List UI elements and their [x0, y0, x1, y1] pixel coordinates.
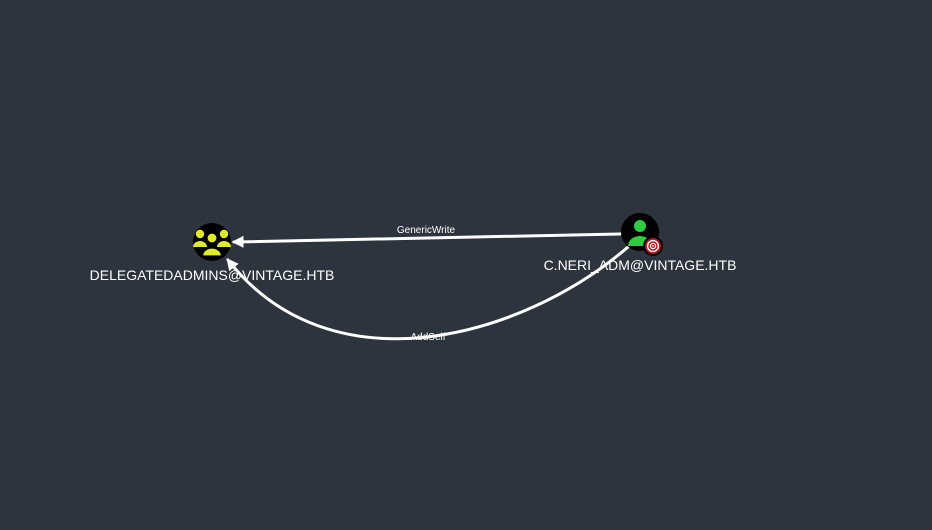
node-c-neri-adm-label: C.NERI_ADM@VINTAGE.HTB: [544, 257, 737, 273]
edge-add-self[interactable]: AddSelf: [226, 245, 630, 343]
edge-generic-write[interactable]: GenericWrite: [231, 225, 622, 248]
edge-add-self-path[interactable]: [226, 245, 630, 341]
node-delegatedadmins-label: DELEGATEDADMINS@VINTAGE.HTB: [90, 267, 335, 283]
edge-add-self-label: AddSelf: [410, 332, 445, 343]
users-group-icon: [193, 229, 231, 257]
edge-generic-write-line[interactable]: [231, 232, 622, 248]
target-icon: [643, 236, 663, 256]
edge-generic-write-label: GenericWrite: [397, 225, 456, 236]
node-c-neri-adm[interactable]: C.NERI_ADM@VINTAGE.HTB: [544, 213, 737, 273]
node-delegatedadmins[interactable]: DELEGATEDADMINS@VINTAGE.HTB: [90, 223, 335, 283]
